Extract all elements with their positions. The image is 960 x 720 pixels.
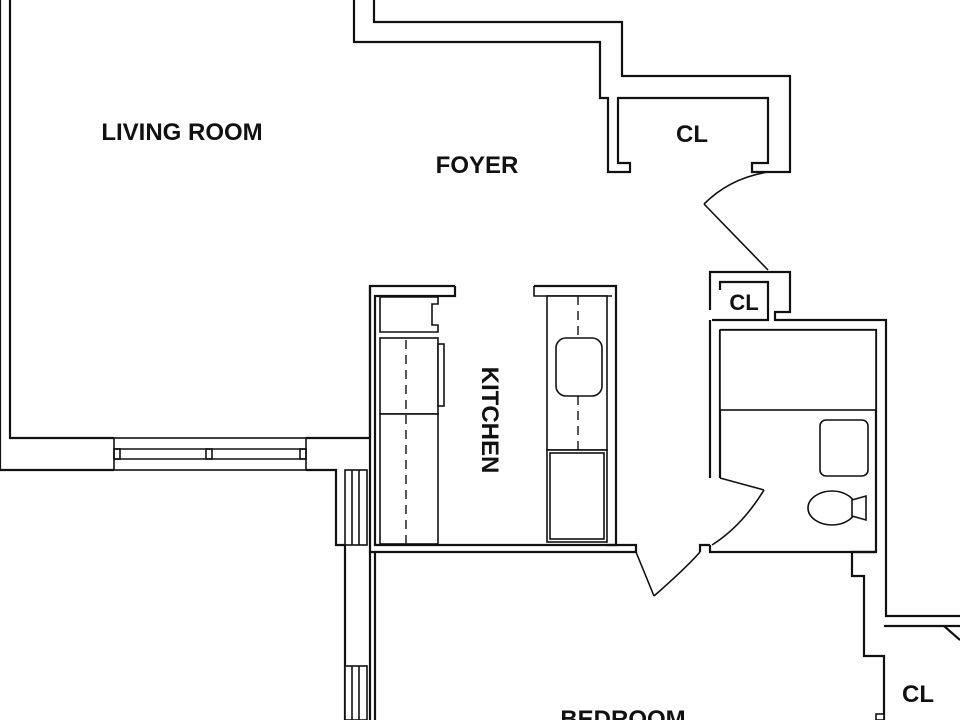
- foyer-closet-label: CL: [676, 121, 708, 148]
- hall-closet-walls: [708, 270, 890, 618]
- toilet: [807, 490, 867, 526]
- hall-closet-label: CL: [729, 290, 758, 315]
- foyer-walls: [352, 0, 792, 174]
- kitchen-right-counter: [546, 295, 608, 543]
- bathroom-door: [711, 477, 765, 546]
- bathtub: [719, 329, 877, 411]
- side-window-upper: [344, 469, 368, 546]
- side-window-lower: [344, 665, 368, 720]
- bedroom-closet-label: CL: [902, 681, 934, 708]
- kitchen-label: KITCHEN: [476, 367, 503, 474]
- bedroom-walls: [368, 552, 960, 720]
- living-room-label: LIVING ROOM: [101, 119, 262, 146]
- living-room-window: [113, 437, 307, 471]
- entry-door: [703, 171, 769, 271]
- bedroom-closet-door: [875, 713, 885, 720]
- foyer-label: FOYER: [436, 152, 519, 179]
- kitchen-door: [635, 543, 710, 597]
- kitchen-left-counter: [379, 296, 445, 545]
- bathroom-sink: [819, 419, 869, 477]
- bedroom-label: BEDROOM: [560, 706, 685, 720]
